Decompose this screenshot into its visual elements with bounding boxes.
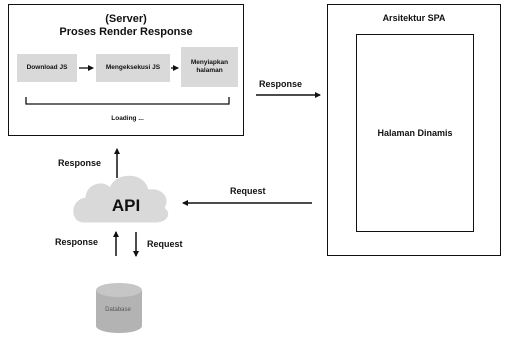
dynamic-page-box: Halaman Dinamis bbox=[356, 34, 474, 232]
label-response-to-spa: Response bbox=[259, 79, 303, 89]
spa-title: Arsitektur SPA bbox=[382, 13, 446, 23]
database-cylinder-icon bbox=[96, 283, 142, 333]
database-label: Database bbox=[105, 307, 131, 313]
label-response-from-db: Response bbox=[55, 237, 99, 247]
label-request-to-api: Request bbox=[230, 186, 266, 196]
step-execute-js: Mengeksekusi JS bbox=[96, 54, 170, 82]
server-title-line2: Proses Render Response bbox=[59, 26, 193, 38]
loading-bracket bbox=[25, 97, 230, 105]
label-response-to-server: Response bbox=[58, 158, 102, 168]
server-title: (Server) Proses Render Response bbox=[8, 13, 244, 39]
server-title-line1: (Server) bbox=[105, 13, 147, 25]
dynamic-page-label: Halaman Dinamis bbox=[377, 128, 453, 138]
api-cloud-icon bbox=[73, 175, 169, 223]
step-download-js: Download JS bbox=[17, 54, 77, 82]
label-request-to-db: Request bbox=[147, 239, 183, 249]
step-prepare-page: Menyiapkan halaman bbox=[181, 47, 238, 87]
loading-label: Loading ... bbox=[111, 115, 144, 122]
api-label: API bbox=[111, 196, 141, 215]
